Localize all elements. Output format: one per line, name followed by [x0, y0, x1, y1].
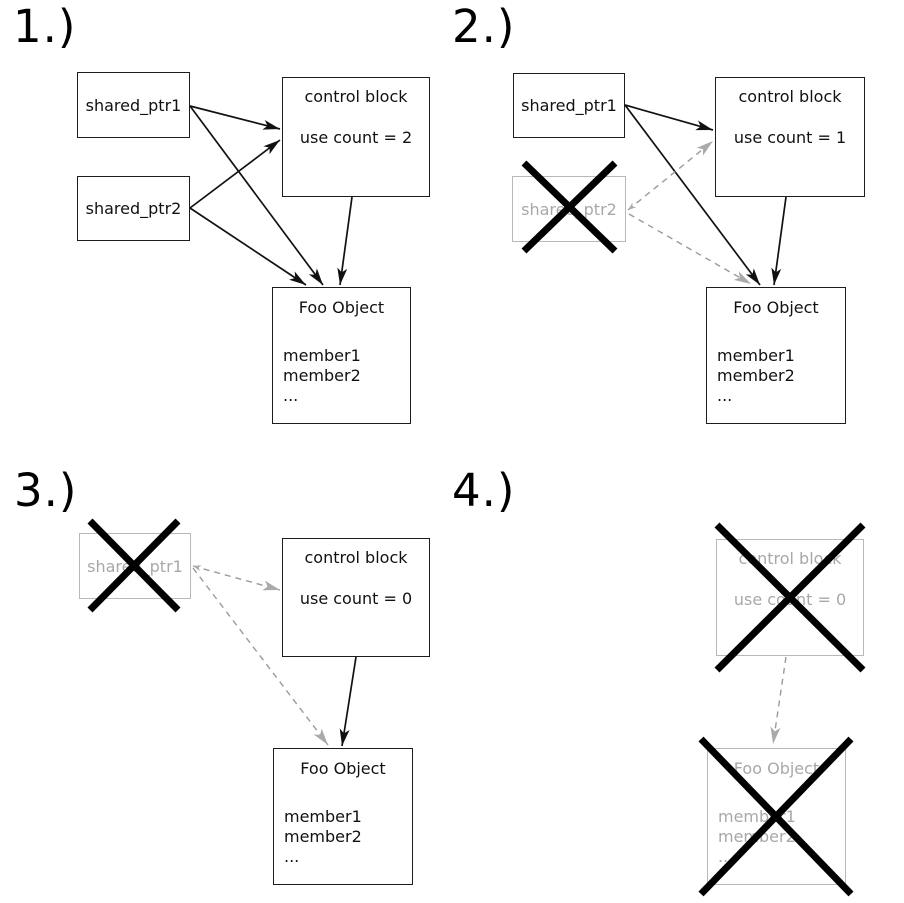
foo-object-label: Foo Object: [733, 759, 820, 778]
panel-4-number: 4.): [452, 464, 516, 517]
foo-object-label: Foo Object: [300, 759, 386, 778]
panel4-foo-object-box-deleted: Foo Object member1 member2 ...: [707, 748, 846, 885]
member2-label: member2: [717, 366, 795, 385]
members-ellipsis-label: ...: [717, 386, 733, 405]
foo-members-list: member1 member2 ...: [283, 346, 361, 406]
foo-object-label: Foo Object: [298, 298, 385, 317]
foo-members-list: member1 member2 ...: [284, 807, 362, 867]
shared-ptr1-label: shared_ptr1: [85, 95, 182, 115]
member1-label: member1: [283, 346, 361, 365]
member2-label: member2: [284, 827, 362, 846]
panel4-control-block-box-deleted: control block use count = 0: [716, 539, 864, 656]
member2-label: member2: [283, 366, 361, 385]
panel1-shared-ptr1-box: shared_ptr1: [77, 72, 190, 138]
panel3-foo-object-box: Foo Object member1 member2 ...: [273, 748, 413, 885]
members-ellipsis-label: ...: [718, 847, 734, 866]
shared-ptr2-label: shared_ptr2: [85, 199, 182, 218]
panel2-foo-object-box: Foo Object member1 member2 ...: [706, 287, 846, 424]
foo-members-list: member1 member2 ...: [717, 346, 795, 406]
control-block-label: control block: [304, 548, 408, 567]
panel-2-number: 2.): [452, 0, 516, 53]
members-ellipsis-label: ...: [283, 386, 299, 405]
control-block-label: control block: [738, 549, 842, 568]
use-count-value: use count = 1: [733, 128, 847, 147]
panel2-shared-ptr1-box: shared_ptr1: [513, 73, 625, 138]
member1-label: member1: [717, 346, 795, 365]
member2-label: member2: [718, 827, 796, 846]
panel-3-number: 3.): [14, 464, 78, 517]
foo-object-label: Foo Object: [733, 298, 819, 317]
control-block-label: control block: [738, 87, 842, 106]
shared-ptr1-label: shared_ptr1: [521, 96, 617, 115]
members-ellipsis-label: ...: [284, 847, 300, 866]
member1-label: member1: [284, 807, 362, 826]
use-count-value: use count = 0: [733, 590, 847, 609]
use-count-value: use count = 2: [299, 128, 413, 147]
panel1-foo-object-box: Foo Object member1 member2 ...: [272, 287, 411, 424]
foo-members-list: member1 member2 ...: [718, 807, 796, 867]
panel-1-number: 1.): [13, 0, 77, 53]
control-block-label: control block: [304, 87, 408, 106]
member1-label: member1: [718, 807, 796, 826]
